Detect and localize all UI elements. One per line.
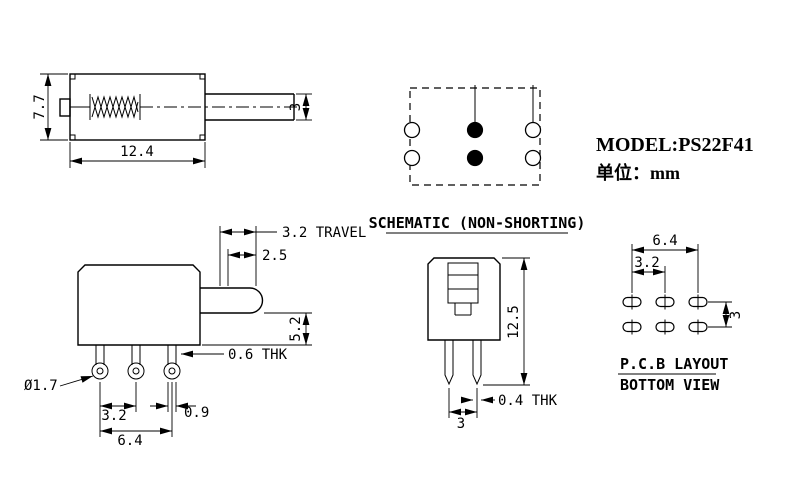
dim-label-shaft-diameter: 3 <box>288 103 304 111</box>
dim-under-shaft: 5.2 <box>202 312 312 346</box>
dim-label-pcb-row-pitch: 3 <box>728 311 744 319</box>
dim-pin-pitch: 3.2 <box>99 382 137 437</box>
dim-pin-width: 0.9 <box>150 382 209 421</box>
dim-pcb-span: 6.4 <box>631 233 699 293</box>
contact-open-bottom-left <box>403 149 421 167</box>
actuator-shaft <box>205 93 295 121</box>
pcb-caption-line1: P.C.B LAYOUT <box>620 355 728 373</box>
dim-label-pcb-span: 6.4 <box>652 233 677 249</box>
dim-pin-thickness: 0.4 THK <box>461 393 558 409</box>
dim-pcb-row-pitch: 3 <box>708 301 744 328</box>
pcb-pads <box>622 294 708 335</box>
dim-hole-diameter: Ø1.7 <box>24 375 94 394</box>
pcb-caption-line2: BOTTOM VIEW <box>620 376 720 394</box>
dim-travel: 3.2 TRAVEL <box>219 225 366 286</box>
dim-label-travel: 3.2 TRAVEL <box>282 225 366 241</box>
contact-open-bottom-right <box>524 149 542 167</box>
dim-body-width: 12.4 <box>69 142 206 168</box>
dim-pin-span: 6.4 <box>100 382 173 449</box>
unit-label: 单位：mm <box>596 162 680 183</box>
title-block: MODEL:PS22F41 单位：mm <box>596 134 754 183</box>
dim-label-pin-pitch: 3.2 <box>101 408 126 424</box>
top-view: 7.7 12.4 3 <box>32 73 312 168</box>
side-knob <box>59 98 71 117</box>
front-plunger-detail <box>447 262 479 316</box>
schematic-view: SCHEMATIC (NON-SHORTING) <box>369 85 586 234</box>
dim-label-pin-thickness: 0.4 THK <box>498 393 558 409</box>
dim-label-pcb-pitch: 3.2 <box>634 255 659 271</box>
front-leg-left <box>444 340 454 386</box>
front-body-outline <box>427 257 501 341</box>
dim-label-pin-span: 6.4 <box>117 433 142 449</box>
dim-pretravel: 2.5 <box>227 248 287 286</box>
side-legs <box>91 345 181 380</box>
dim-front-pin-pitch: 3 <box>448 388 478 432</box>
spring-symbol <box>89 94 141 120</box>
front-view: 12.5 3 0.4 THK <box>427 257 558 432</box>
dim-label-total-height: 12.5 <box>506 305 522 339</box>
leg-3 <box>163 345 181 380</box>
leg-1 <box>91 345 109 380</box>
side-shaft <box>200 287 264 314</box>
front-leg-right <box>472 340 482 386</box>
dim-bracket-thk: 0.6 THK <box>181 347 288 363</box>
side-body-outline <box>77 264 201 346</box>
leg-2 <box>127 345 145 380</box>
model-label: MODEL:PS22F41 <box>596 134 754 156</box>
contact-open-top-right <box>524 121 542 139</box>
dim-label-body-width: 12.4 <box>120 144 154 160</box>
contact-common-bottom <box>466 149 484 167</box>
dim-label-pretravel: 2.5 <box>262 248 287 264</box>
contact-common-top <box>466 121 484 139</box>
dim-label-pin-width: 0.9 <box>184 405 209 421</box>
contact-open-top-left <box>403 121 421 139</box>
dim-total-height: 12.5 <box>483 257 530 386</box>
dim-body-height: 7.7 <box>32 73 68 141</box>
pcb-layout-view: 6.4 3.2 3 P.C.B LAYOUT BOTTOM VIEW <box>618 233 744 394</box>
dim-pcb-pitch: 3.2 <box>632 255 666 293</box>
corner-tabs <box>69 73 206 141</box>
dim-label-hole-diameter: Ø1.7 <box>24 378 58 394</box>
dim-label-under-shaft: 5.2 <box>288 316 304 341</box>
dim-label-front-pin-pitch: 3 <box>457 416 465 432</box>
dim-shaft-diameter: 3 <box>288 93 312 121</box>
side-view: 3.2 TRAVEL 2.5 5.2 0.6 THK Ø1.7 <box>24 225 366 449</box>
front-legs <box>444 340 482 386</box>
schematic-caption: SCHEMATIC (NON-SHORTING) <box>369 214 586 232</box>
dim-label-body-height: 7.7 <box>32 94 48 119</box>
dim-label-bracket-thk: 0.6 THK <box>228 347 288 363</box>
